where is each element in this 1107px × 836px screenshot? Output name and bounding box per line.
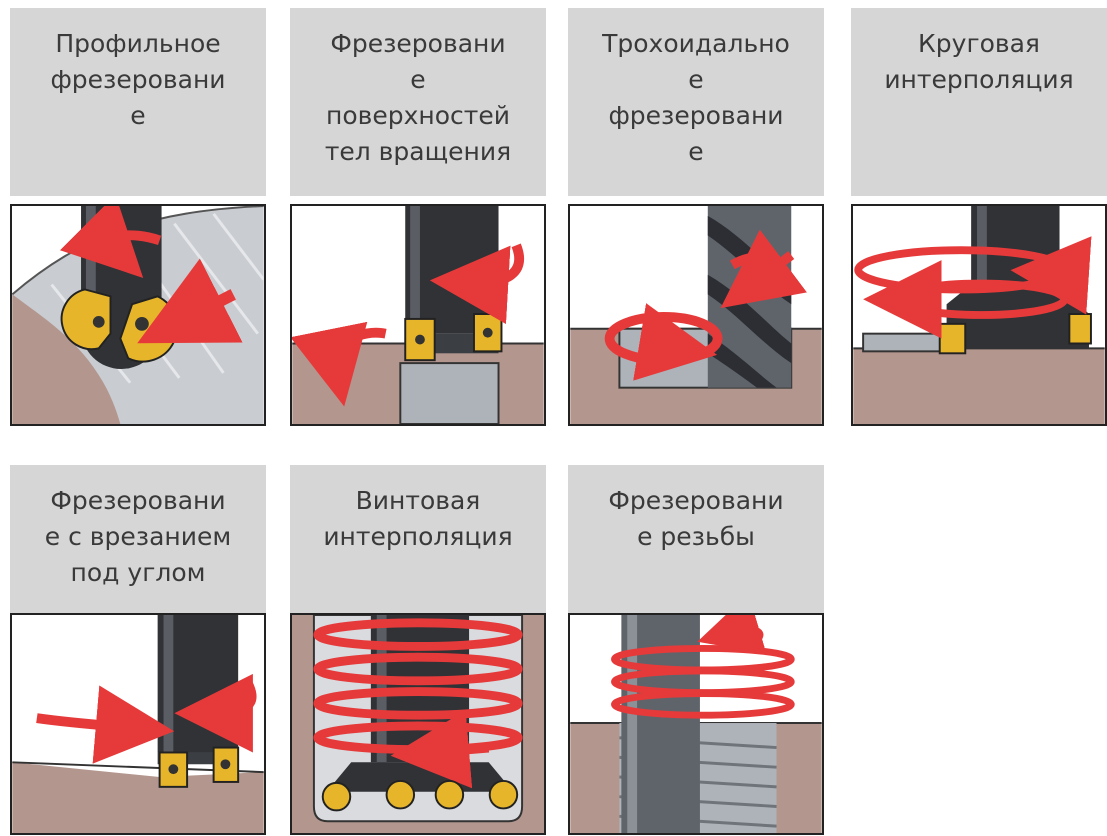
operation-title: Фрезеровани е резьбы <box>568 465 824 613</box>
thread-milling-icon <box>568 613 824 835</box>
ball-nose-profile-icon <box>10 204 266 426</box>
operation-title: Профильное фрезеровани е <box>10 8 266 196</box>
helical-interpolation-icon <box>290 613 546 835</box>
ramping-icon <box>10 613 266 835</box>
operation-title: Фрезеровани е с врезанием под углом <box>10 465 266 613</box>
turn-milling-icon <box>290 204 546 426</box>
operation-title: Фрезеровани е поверхностей тел вращения <box>290 8 546 196</box>
operation-title: Винтовая интерполяция <box>290 465 546 613</box>
trochoidal-icon <box>568 204 824 426</box>
operation-title: Трохоидально е фрезеровани е <box>568 8 824 196</box>
operation-title: Круговая интерполяция <box>851 8 1107 196</box>
circular-interpolation-icon <box>851 204 1107 426</box>
